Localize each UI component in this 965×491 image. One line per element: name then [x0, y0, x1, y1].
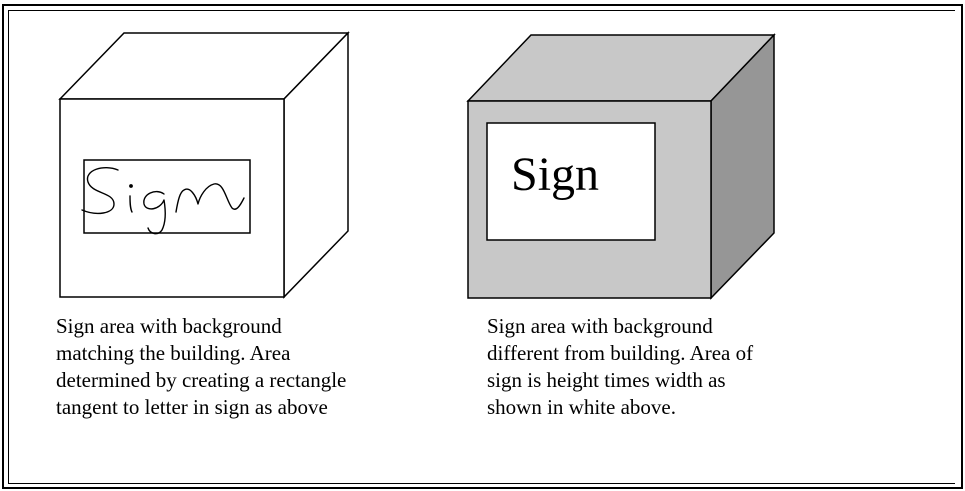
right-sign-text: Sign	[511, 148, 599, 201]
right-building: Sign	[466, 33, 776, 300]
left-building	[58, 31, 350, 299]
left-caption: Sign area with background matching the b…	[56, 313, 346, 421]
right-caption-line: Sign area with background	[487, 314, 713, 338]
left-sign-rectangle	[83, 159, 251, 234]
left-caption-line: determined by creating a rectangle	[56, 368, 347, 392]
right-caption-line: sign is height times width as	[487, 368, 726, 392]
left-caption-line: matching the building. Area	[56, 341, 291, 365]
left-caption-line: Sign area with background	[56, 314, 282, 338]
left-building-front	[59, 98, 285, 298]
right-caption-line: different from building. Area of	[487, 341, 754, 365]
right-caption: Sign area with background different from…	[487, 313, 753, 421]
inner-frame	[8, 10, 955, 484]
right-sign-rectangle	[486, 122, 656, 241]
left-sign-handwriting	[81, 166, 245, 235]
right-caption-line: shown in white above.	[487, 395, 676, 419]
outer-frame	[2, 4, 963, 489]
left-caption-line: tangent to letter in sign as above	[56, 395, 328, 419]
